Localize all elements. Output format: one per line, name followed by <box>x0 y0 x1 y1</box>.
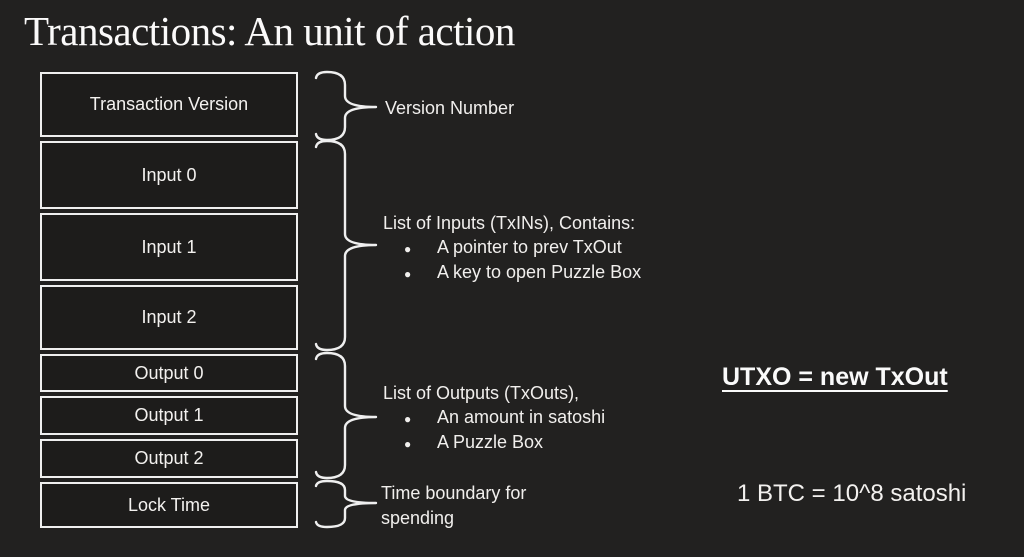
bullet-icon: ● <box>404 242 412 256</box>
annotation-inputs-item-label: A pointer to prev TxOut <box>437 237 622 257</box>
annotation-inputs-heading: List of Inputs (TxINs), Contains: <box>383 213 636 233</box>
diagram-box-input-0: Input 0 <box>40 141 298 209</box>
annotation-outputs-item: ● An amount in satoshi <box>383 405 605 430</box>
bullet-icon: ● <box>404 266 412 281</box>
annotation-inputs-item: ● A pointer to prev TxOut <box>383 235 641 260</box>
utxo-note: UTXO = new TxOut <box>722 363 948 391</box>
annotation-version: Version Number <box>385 98 515 118</box>
curly-braces <box>314 70 378 529</box>
annotation-outputs: List of Outputs (TxOuts), ● An amount in… <box>383 381 605 454</box>
brace-locktime <box>314 479 378 529</box>
diagram-box-input-1: Input 1 <box>40 213 298 281</box>
brace-outputs <box>314 351 378 480</box>
brace-version <box>314 70 378 142</box>
diagram-box-lock-time: Lock Time <box>40 482 298 528</box>
diagram-box-output-0: Output 0 <box>40 354 298 392</box>
annotation-outputs-item-label: An amount in satoshi <box>437 407 606 427</box>
diagram-box-output-1: Output 1 <box>40 396 298 435</box>
transaction-structure-diagram: Transaction Version Input 0 Input 1 Inpu… <box>40 72 298 528</box>
diagram-box-transaction-version: Transaction Version <box>40 72 298 137</box>
annotation-inputs-item-label: A key to open Puzzle Box <box>437 261 642 282</box>
slide-title: Transactions: An unit of action <box>24 8 515 54</box>
diagram-box-output-2: Output 2 <box>40 439 298 478</box>
annotation-outputs-heading: List of Outputs (TxOuts), <box>383 383 580 403</box>
brace-inputs <box>314 139 378 352</box>
annotation-outputs-item: ● A Puzzle Box <box>383 430 605 455</box>
annotation-locktime: Time boundary for spending <box>381 483 527 528</box>
diagram-box-input-2: Input 2 <box>40 285 298 350</box>
annotation-inputs: List of Inputs (TxINs), Contains: ● A po… <box>383 211 641 284</box>
annotation-inputs-item: ● A key to open Puzzle Box <box>383 260 641 285</box>
btc-satoshi-note: 1 BTC = 10^8 satoshi <box>737 480 967 507</box>
bullet-icon: ● <box>404 436 412 451</box>
bullet-icon: ● <box>404 412 412 426</box>
annotation-outputs-item-label: A Puzzle Box <box>437 431 544 452</box>
